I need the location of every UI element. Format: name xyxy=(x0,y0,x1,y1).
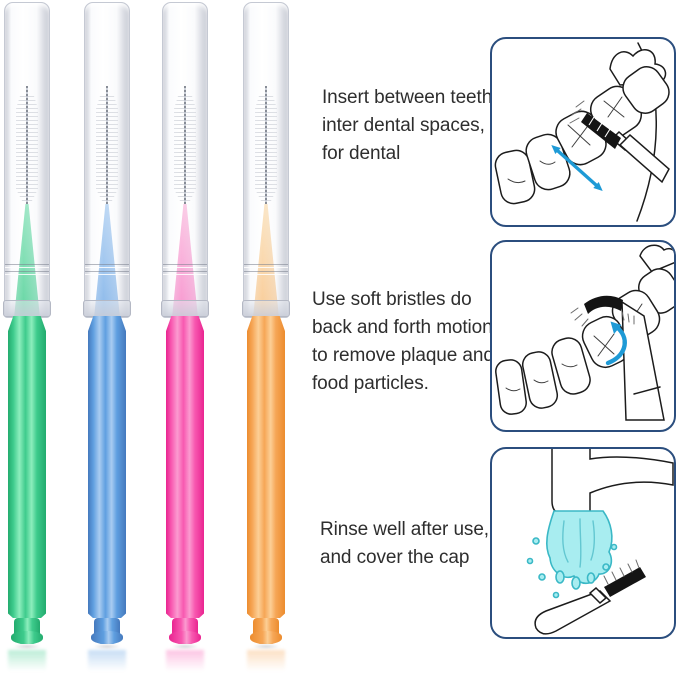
cap-lip xyxy=(3,300,51,317)
cap-ring xyxy=(85,271,129,275)
teeth-row xyxy=(494,66,670,205)
faucet xyxy=(551,449,674,516)
instruction-panel-motion xyxy=(490,240,676,432)
brush-base xyxy=(91,618,123,644)
brush-being-rinsed xyxy=(534,559,646,635)
brush-handle xyxy=(247,316,285,618)
interdental-brush-orange xyxy=(242,0,290,673)
brush-handle-drawing xyxy=(618,133,670,184)
reflection xyxy=(247,650,285,673)
water-splash xyxy=(526,510,618,599)
cap-ring xyxy=(244,271,288,275)
instruction-panel-rinse xyxy=(490,447,676,639)
interdental-brush-pink xyxy=(161,0,209,673)
brush-in-gap xyxy=(569,100,670,184)
bristle-ticks xyxy=(603,559,640,585)
clear-cap xyxy=(84,2,130,318)
brush-base xyxy=(169,618,201,644)
brush-handle xyxy=(166,316,204,618)
handle-band xyxy=(633,386,661,395)
cap-ring xyxy=(85,264,129,268)
interdental-brush-green xyxy=(3,0,51,673)
brush-handle xyxy=(88,316,126,618)
brush-handle xyxy=(8,316,46,618)
cap-ring xyxy=(244,264,288,268)
cap-lip xyxy=(242,300,290,317)
instruction-panel-insert xyxy=(490,37,676,227)
shadow xyxy=(166,643,204,650)
rinse-under-faucet-icon xyxy=(526,449,674,635)
clear-cap xyxy=(162,2,208,318)
curved-motion-arrow-icon xyxy=(605,321,627,366)
clear-cap xyxy=(243,2,289,318)
cap-lip xyxy=(83,300,131,317)
upper-teeth xyxy=(639,244,674,273)
interdental-brush-blue xyxy=(83,0,131,673)
brush-over-tooth xyxy=(570,295,665,421)
shadow xyxy=(247,643,285,650)
reflection xyxy=(166,650,204,673)
brush-base xyxy=(250,618,282,644)
cap-ring xyxy=(5,271,49,275)
shadow xyxy=(8,643,46,650)
insert-between-teeth-icon xyxy=(494,42,670,222)
brush-black-tip xyxy=(584,295,623,314)
bristle-ticks xyxy=(570,307,635,327)
bristle-ticks xyxy=(569,100,585,124)
clear-cap xyxy=(4,2,50,318)
brush-black-tip xyxy=(604,567,646,597)
brush-neck xyxy=(588,586,608,605)
cap-lip xyxy=(161,300,209,317)
cap-ring xyxy=(5,264,49,268)
reflection xyxy=(8,650,46,673)
instruction-text-insert: Insert between teeth inter dental spaces… xyxy=(322,87,493,164)
brush-base xyxy=(11,618,43,644)
brush-handle-drawing xyxy=(621,300,665,421)
cap-ring xyxy=(163,264,207,268)
instruction-text-rinse: Rinse well after use, and cover the cap xyxy=(320,519,489,568)
reflection xyxy=(88,650,126,673)
back-and-forth-motion-icon xyxy=(495,244,674,421)
insert-direction-arrow-icon xyxy=(551,145,603,191)
brush-handle-drawing xyxy=(534,590,612,635)
shadow xyxy=(88,643,126,650)
cap-ring xyxy=(163,271,207,275)
instruction-text-motion: Use soft bristles do back and forth moti… xyxy=(312,289,494,394)
